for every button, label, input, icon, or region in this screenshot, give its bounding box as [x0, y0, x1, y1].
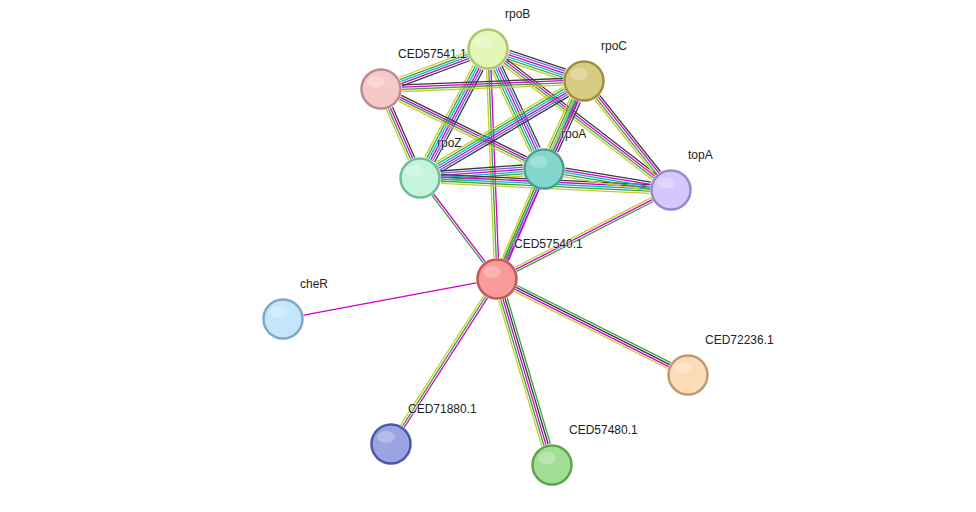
evidence-line [434, 194, 486, 262]
node-circle [531, 444, 573, 486]
evidence-line [487, 70, 494, 258]
interaction-edge [402, 79, 563, 92]
protein-node: CED72236.1 [667, 354, 709, 396]
node-circle [262, 298, 304, 340]
evidence-line [501, 300, 544, 446]
node-circle [370, 423, 412, 465]
node-label: rpoZ [437, 136, 462, 150]
evidence-line [499, 300, 542, 446]
evidence-line [517, 202, 654, 272]
node-label: CED57540.1 [514, 237, 583, 251]
evidence-line [304, 283, 477, 315]
protein-node: rpoB [467, 28, 509, 70]
node-label: CED57480.1 [569, 423, 638, 437]
protein-node: cheR [262, 298, 304, 340]
protein-node: rpoC [563, 60, 605, 102]
interaction-edge [499, 298, 551, 446]
evidence-line [517, 286, 671, 363]
protein-node: rpoZ [399, 157, 441, 199]
interaction-edge [304, 283, 477, 315]
evidence-line [401, 296, 484, 426]
evidence-line [507, 298, 550, 444]
evidence-line [402, 85, 563, 91]
evidence-line [514, 291, 668, 368]
node-label: cheR [300, 277, 328, 291]
node-circle [360, 68, 402, 110]
node-circle [476, 258, 518, 300]
node-circle [650, 169, 692, 211]
interaction-edge [487, 70, 499, 258]
evidence-line [404, 298, 487, 428]
evidence-line [401, 58, 469, 83]
protein-node: topA [650, 169, 692, 211]
evidence-line [515, 198, 652, 268]
evidence-line [386, 110, 408, 161]
node-label: rpoA [561, 127, 586, 141]
interaction-edge [564, 168, 651, 191]
node-label: CED72236.1 [705, 333, 774, 347]
evidence-line [600, 95, 661, 171]
node-circle [523, 148, 565, 190]
protein-node: CED71880.1 [370, 423, 412, 465]
node-label: CED57541.1 [398, 47, 467, 61]
evidence-line [516, 200, 653, 270]
evidence-line [390, 108, 412, 159]
evidence-line [388, 109, 410, 160]
evidence-line [503, 299, 546, 445]
evidence-line [505, 299, 548, 445]
interaction-edge [514, 286, 670, 369]
evidence-line [564, 177, 650, 191]
evidence-line [564, 175, 650, 189]
node-label: CED71880.1 [408, 402, 477, 416]
interaction-edge [432, 194, 485, 263]
evidence-line [550, 99, 573, 149]
evidence-line [596, 98, 657, 174]
node-label: rpoC [601, 39, 627, 53]
protein-node: CED57541.1 [360, 68, 402, 110]
evidence-line [595, 100, 656, 176]
protein-node: CED57540.1 [476, 258, 518, 300]
node-circle [467, 28, 509, 70]
node-label: rpoB [505, 7, 530, 21]
interaction-edge [595, 95, 661, 175]
interaction-edge [398, 95, 526, 162]
evidence-line [516, 287, 669, 364]
evidence-line [432, 195, 484, 263]
protein-node: rpoA [523, 148, 565, 190]
evidence-line [598, 97, 659, 173]
evidence-line [503, 99, 573, 259]
node-circle [563, 60, 605, 102]
evidence-line [402, 297, 485, 427]
interaction-edge [386, 107, 414, 160]
node-circle [399, 157, 441, 199]
protein-node: CED57480.1 [531, 444, 573, 486]
interaction-edge [515, 198, 654, 272]
node-label: topA [688, 148, 713, 162]
node-circle [667, 354, 709, 396]
evidence-line [515, 289, 668, 366]
interaction-edge [401, 296, 488, 428]
